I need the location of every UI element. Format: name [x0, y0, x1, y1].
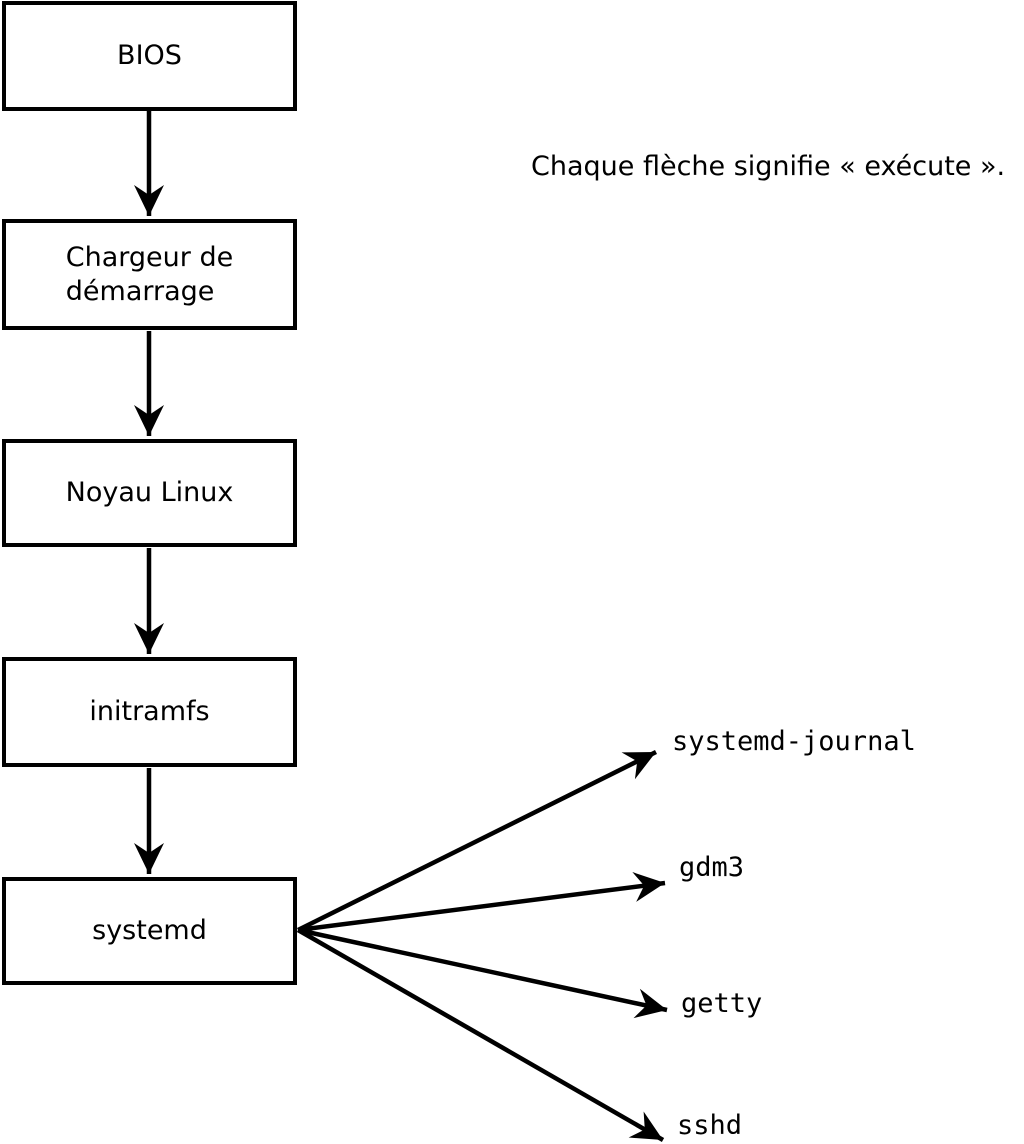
arrow-systemd-to-systemd-journal [296, 749, 658, 933]
box-initramfs-label: initramfs [89, 696, 210, 727]
box-systemd-label: systemd [92, 915, 207, 946]
box-bios-label: BIOS [117, 40, 182, 71]
box-bootloader-label-line2: démarrage [65, 275, 215, 307]
arrow-systemd-to-gdm3 [297, 872, 666, 933]
box-kernel: Noyau Linux [2, 439, 297, 547]
box-bootloader: Chargeur de démarrage [2, 219, 297, 330]
box-bootloader-label: Chargeur de démarrage [66, 241, 233, 309]
box-systemd: systemd [2, 877, 297, 985]
arrow-systemd-to-getty [297, 927, 668, 1019]
box-bios: BIOS [2, 1, 297, 111]
arrow-systemd-to-sshd [296, 928, 665, 1142]
box-bootloader-label-line1: Chargeur de [65, 241, 234, 273]
box-initramfs: initramfs [2, 657, 297, 767]
process-label-gdm3: gdm3 [679, 852, 745, 883]
process-label-getty: getty [681, 988, 763, 1019]
caption-arrow-meaning: Chaque flèche signifie « exécute ». [531, 151, 1006, 182]
process-label-sshd: sshd [677, 1110, 743, 1141]
process-label-systemd-journal: systemd-journal [672, 726, 916, 757]
box-kernel-label: Noyau Linux [65, 477, 234, 508]
